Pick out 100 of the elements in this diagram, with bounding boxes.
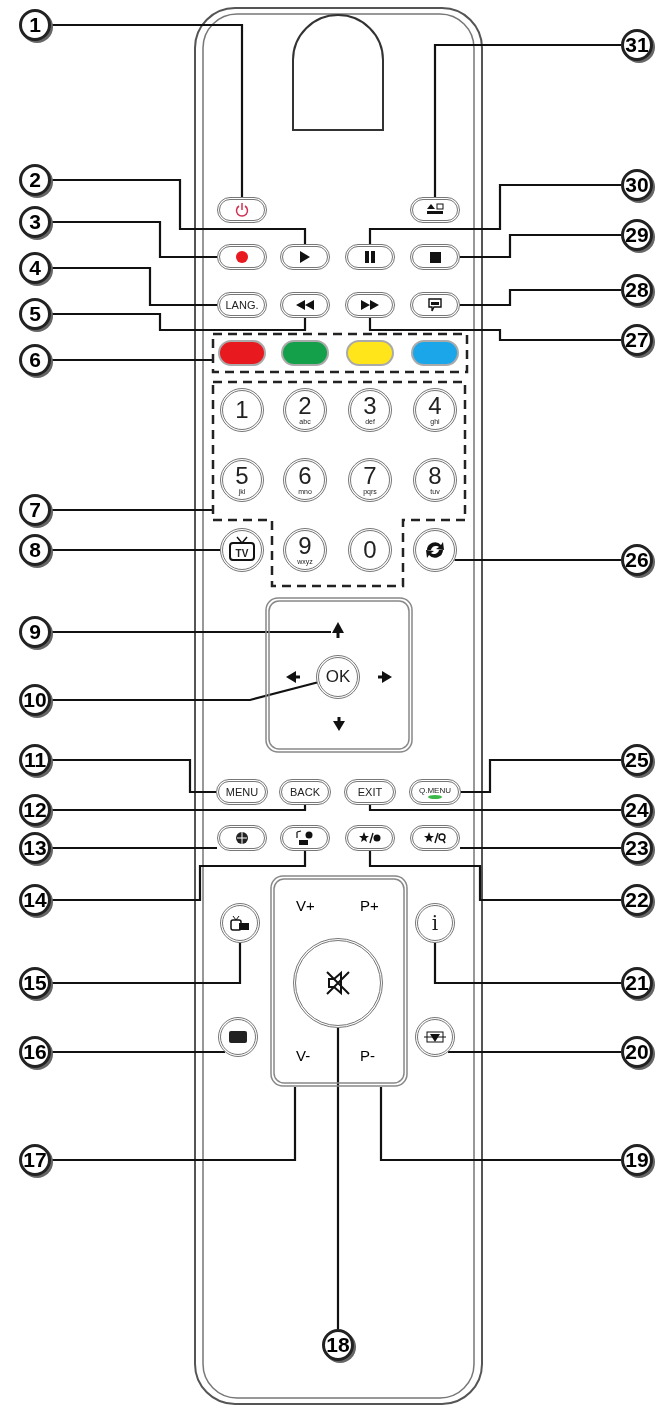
- callout-number: 2: [19, 164, 51, 196]
- digit-label: 0: [363, 538, 377, 562]
- callout-number: 5: [19, 298, 51, 330]
- rocker-label: V-: [296, 1047, 311, 1064]
- digit-label: 2: [298, 394, 312, 418]
- favourite-button: [345, 825, 395, 851]
- callout-number: 4: [19, 252, 51, 284]
- rocker-label: V+: [296, 897, 315, 914]
- favourite-search-button: [410, 825, 460, 851]
- fast-forward-button: [345, 292, 395, 318]
- callout-number: 29: [621, 219, 653, 251]
- leader-line: [51, 266, 217, 307]
- menu-button: MENU: [216, 779, 268, 805]
- digit-label: 1: [235, 398, 249, 422]
- color-button: [411, 340, 459, 366]
- rocker-panel: [270, 875, 408, 1087]
- callout-number: 1: [19, 9, 51, 41]
- teletext-button: [410, 197, 460, 223]
- leader-line: [51, 23, 244, 197]
- digit-label: 9: [298, 534, 312, 558]
- leader-line: [51, 851, 307, 902]
- rocker-label: P-: [360, 1047, 375, 1064]
- callout-number: 19: [621, 1144, 653, 1176]
- pause-button: [345, 244, 395, 270]
- leader-line: [51, 508, 212, 512]
- power-button: [217, 197, 267, 223]
- digit-label: 3: [363, 394, 377, 418]
- digit-label: 7: [363, 464, 377, 488]
- leader-line: [51, 846, 217, 850]
- leader-line: [433, 943, 621, 985]
- callout-number: 12: [19, 794, 51, 826]
- digit-label: 6: [298, 464, 312, 488]
- callout-number: 26: [621, 544, 653, 576]
- leader-line: [448, 1050, 621, 1054]
- callout-number: 27: [621, 324, 653, 356]
- leader-line: [51, 358, 212, 362]
- leader-line: [51, 548, 220, 552]
- digit-label: 4: [428, 394, 442, 418]
- quick-menu-button: [409, 779, 461, 805]
- leader-line: [51, 630, 331, 634]
- leader-line: [461, 758, 621, 794]
- leader-line: [460, 846, 621, 850]
- leader-line: [454, 558, 621, 562]
- leader-line: [368, 805, 621, 812]
- tv-label: TV: [235, 547, 249, 559]
- rewind-button: [280, 292, 330, 318]
- callout-number: 17: [19, 1144, 51, 1176]
- leader-line: [51, 805, 307, 812]
- language-button: LANG.: [217, 292, 267, 318]
- leader-line: [368, 851, 621, 902]
- callout-number: 24: [621, 794, 653, 826]
- rocker-label: P+: [360, 897, 379, 914]
- up-arrow-key: [331, 622, 345, 638]
- leader-line: [51, 1050, 225, 1054]
- digit-label: 5: [235, 464, 249, 488]
- callout-number: 8: [19, 534, 51, 566]
- color-button: [218, 340, 266, 366]
- color-button-group: [212, 333, 468, 373]
- leader-line: [460, 288, 621, 307]
- callout-number: 15: [19, 967, 51, 999]
- callout-number: 9: [19, 616, 51, 648]
- callout-number: 30: [621, 169, 653, 201]
- callout-number: 21: [621, 967, 653, 999]
- callout-number: 3: [19, 206, 51, 238]
- leader-line: [379, 1087, 621, 1162]
- callout-number: 22: [621, 884, 653, 916]
- leader-line: [368, 183, 621, 244]
- callout-number: 23: [621, 832, 653, 864]
- play-button: [280, 244, 330, 270]
- record-button: [217, 244, 267, 270]
- stop-button: [410, 244, 460, 270]
- callout-number: 28: [621, 274, 653, 306]
- leader-line: [51, 312, 307, 332]
- media-button: [280, 825, 330, 851]
- callout-number: 16: [19, 1036, 51, 1068]
- callout-number: 14: [19, 884, 51, 916]
- globe-button: [217, 825, 267, 851]
- callout-number: 10: [19, 684, 51, 716]
- speech-bubble-button: [410, 292, 460, 318]
- callout-number: 31: [621, 29, 653, 61]
- color-button: [281, 340, 329, 366]
- digit-label: 8: [428, 464, 442, 488]
- navigation-pad: [265, 597, 413, 753]
- leader-line: [51, 220, 217, 259]
- callout-number: 6: [19, 344, 51, 376]
- callout-number: 11: [19, 744, 51, 776]
- exit-button: EXIT: [344, 779, 396, 805]
- leader-line: [336, 1028, 340, 1329]
- back-button: BACK: [279, 779, 331, 805]
- callout-number: 13: [19, 832, 51, 864]
- callout-number: 20: [621, 1036, 653, 1068]
- leader-line: [51, 178, 307, 244]
- leader-line: [51, 1087, 297, 1162]
- leader-line: [51, 681, 318, 702]
- callout-number: 7: [19, 494, 51, 526]
- leader-line: [433, 43, 621, 197]
- button-label: Q.MENU: [419, 785, 451, 795]
- callout-number: 25: [621, 744, 653, 776]
- leader-line: [368, 318, 621, 342]
- leader-line: [51, 943, 242, 985]
